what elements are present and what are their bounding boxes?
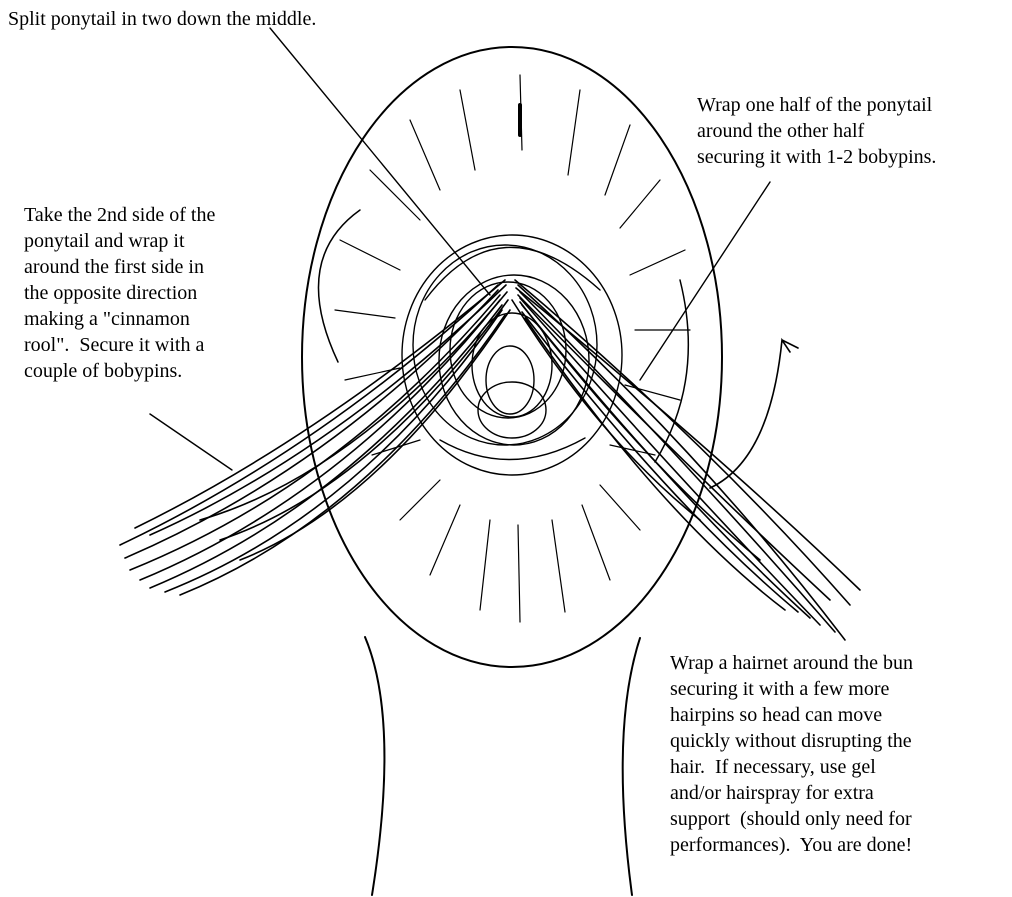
head-outline [302,47,722,667]
annotation-split-ponytail: Split ponytail in two down the middle. [8,6,316,32]
annotation-second-side: Take the 2nd side of the ponytail and wr… [24,202,215,384]
annotation-hairnet: Wrap a hairnet around the bun securing i… [670,650,913,858]
pointer-wrap-half [640,182,770,380]
head-hair-strands [335,75,690,622]
neck-left-outline [365,637,384,895]
pointer-split [270,28,490,295]
annotation-wrap-half: Wrap one half of the ponytail around the… [697,92,936,170]
loose-strand-curl [710,340,798,488]
bun-coils [402,235,622,475]
pointer-second-side [150,414,232,470]
neck-right-outline [623,638,640,895]
